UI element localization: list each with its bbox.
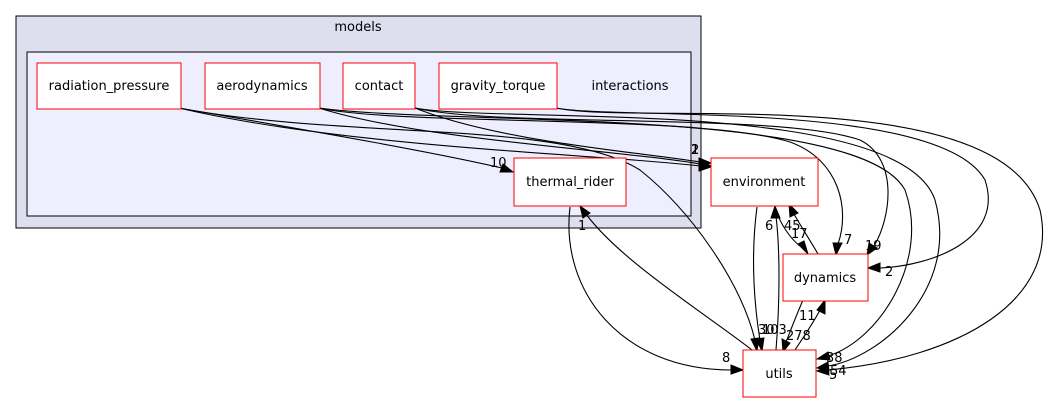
edge-utils-to-environment[interactable]: 6 — [765, 204, 781, 351]
node-utils[interactable]: utils — [742, 349, 817, 398]
edge-utils-to-dynamics[interactable]: 11 — [794, 298, 826, 351]
edge-line — [775, 215, 780, 351]
edge-count-label: 45 — [784, 219, 801, 234]
node-dynamics[interactable]: dynamics — [782, 253, 869, 302]
edge-count-label: 2 — [691, 143, 699, 158]
arrowhead-icon — [797, 240, 809, 255]
edge-contact-to-dynamics[interactable]: 19 — [414, 107, 889, 257]
edge-dynamics-to-environment[interactable]: 45 — [784, 202, 819, 255]
edge-count-label: 30 — [758, 323, 775, 338]
edge-line — [753, 206, 761, 341]
node-label: utils — [765, 367, 793, 382]
node-label: contact — [355, 79, 404, 94]
edge-count-label: 8 — [722, 351, 730, 366]
edge-count-label: 2 — [885, 265, 893, 280]
edge-count-label: 19 — [865, 239, 882, 254]
edge-gravity-torque-to-utils[interactable]: 54 — [555, 107, 1043, 379]
edge-line — [793, 213, 819, 255]
node-label: radiation_pressure — [49, 79, 170, 94]
edge-line — [178, 107, 756, 341]
edge-line — [568, 206, 733, 371]
edge-contact-to-environment[interactable]: 1 — [414, 107, 713, 168]
arrowhead-icon — [866, 262, 881, 273]
node-contact[interactable]: contact — [342, 62, 416, 110]
edge-count-label: 103 — [762, 323, 787, 338]
edge-thermal-rider-to-utils[interactable]: 8 — [568, 206, 745, 375]
edge-line — [794, 309, 821, 351]
edge-utils-to-thermal-rider[interactable]: 1 — [578, 204, 753, 351]
arrowhead-icon — [579, 204, 591, 219]
node-utils-box — [742, 349, 817, 398]
arrowhead-icon — [815, 365, 830, 376]
arrowhead-icon — [781, 338, 791, 354]
node-radiation-pressure[interactable]: radiation_pressure — [36, 62, 182, 110]
node-aerodynamics[interactable]: aerodynamics — [204, 62, 321, 110]
node-environment-box — [710, 157, 819, 207]
node-gravity-torque-box — [438, 62, 558, 110]
edge-line — [555, 107, 1043, 371]
node-environment[interactable]: environment — [710, 157, 819, 207]
edge-count-label: 10 — [490, 156, 507, 171]
arrowhead-icon — [815, 351, 831, 361]
edge-line — [585, 213, 753, 351]
edge-line — [414, 107, 889, 247]
node-label: aerodynamics — [216, 79, 308, 94]
edge-count-label: 38 — [826, 351, 843, 366]
node-label: thermal_rider — [526, 175, 614, 190]
edge-count-label: 1 — [691, 143, 699, 158]
edge-count-label: 2 — [691, 143, 699, 158]
edge-count-label: 5 — [829, 368, 837, 383]
arrowhead-icon — [816, 298, 826, 315]
edge-line — [785, 299, 804, 343]
node-thermal-rider-box — [513, 157, 627, 207]
arrowhead-icon — [866, 242, 878, 257]
node-dynamics-box — [782, 253, 869, 302]
arrowhead-icon — [499, 163, 515, 173]
arrowhead-icon — [730, 364, 745, 375]
edge-line — [318, 107, 701, 165]
edge-line — [414, 107, 701, 163]
arrowhead-icon — [770, 204, 781, 219]
edge-line — [414, 107, 941, 367]
edge-count-label: 7 — [844, 233, 852, 248]
arrowhead-icon — [832, 242, 843, 257]
node-label: environment — [723, 175, 806, 190]
cluster-models-label: models — [334, 20, 381, 35]
node-contact-box — [342, 62, 416, 110]
node-label: gravity_torque — [451, 79, 546, 94]
edge-count-label: 11 — [799, 309, 816, 324]
edge-count-label: 6 — [765, 219, 773, 234]
edge-aerodynamics-to-utils[interactable]: 38 — [318, 107, 913, 366]
arrowhead-icon — [698, 157, 713, 168]
edge-count-label: 278 — [786, 329, 811, 344]
node-thermal-rider[interactable]: thermal_rider — [513, 157, 627, 207]
cluster-interactions-label: interactions — [591, 79, 668, 94]
node-aerodynamics-box — [204, 62, 321, 110]
edge-count-label: 1 — [578, 219, 586, 234]
edge-line — [318, 107, 913, 357]
edge-radiation-pressure-to-utils[interactable]: 30 — [178, 107, 775, 353]
node-radiation-pressure-box — [36, 62, 182, 110]
edge-count-label: 54 — [830, 364, 847, 379]
edge-dynamics-to-utils[interactable]: 278 — [781, 299, 811, 354]
edge-line — [178, 107, 701, 167]
node-gravity-torque[interactable]: gravity_torque — [438, 62, 558, 110]
edge-environment-to-utils[interactable]: 103 — [753, 206, 787, 353]
arrowhead-icon — [755, 337, 765, 353]
arrowhead-icon — [788, 202, 799, 218]
node-label: dynamics — [794, 271, 857, 286]
edges: 10 2 30 2 7 38 1 — [178, 107, 1043, 383]
